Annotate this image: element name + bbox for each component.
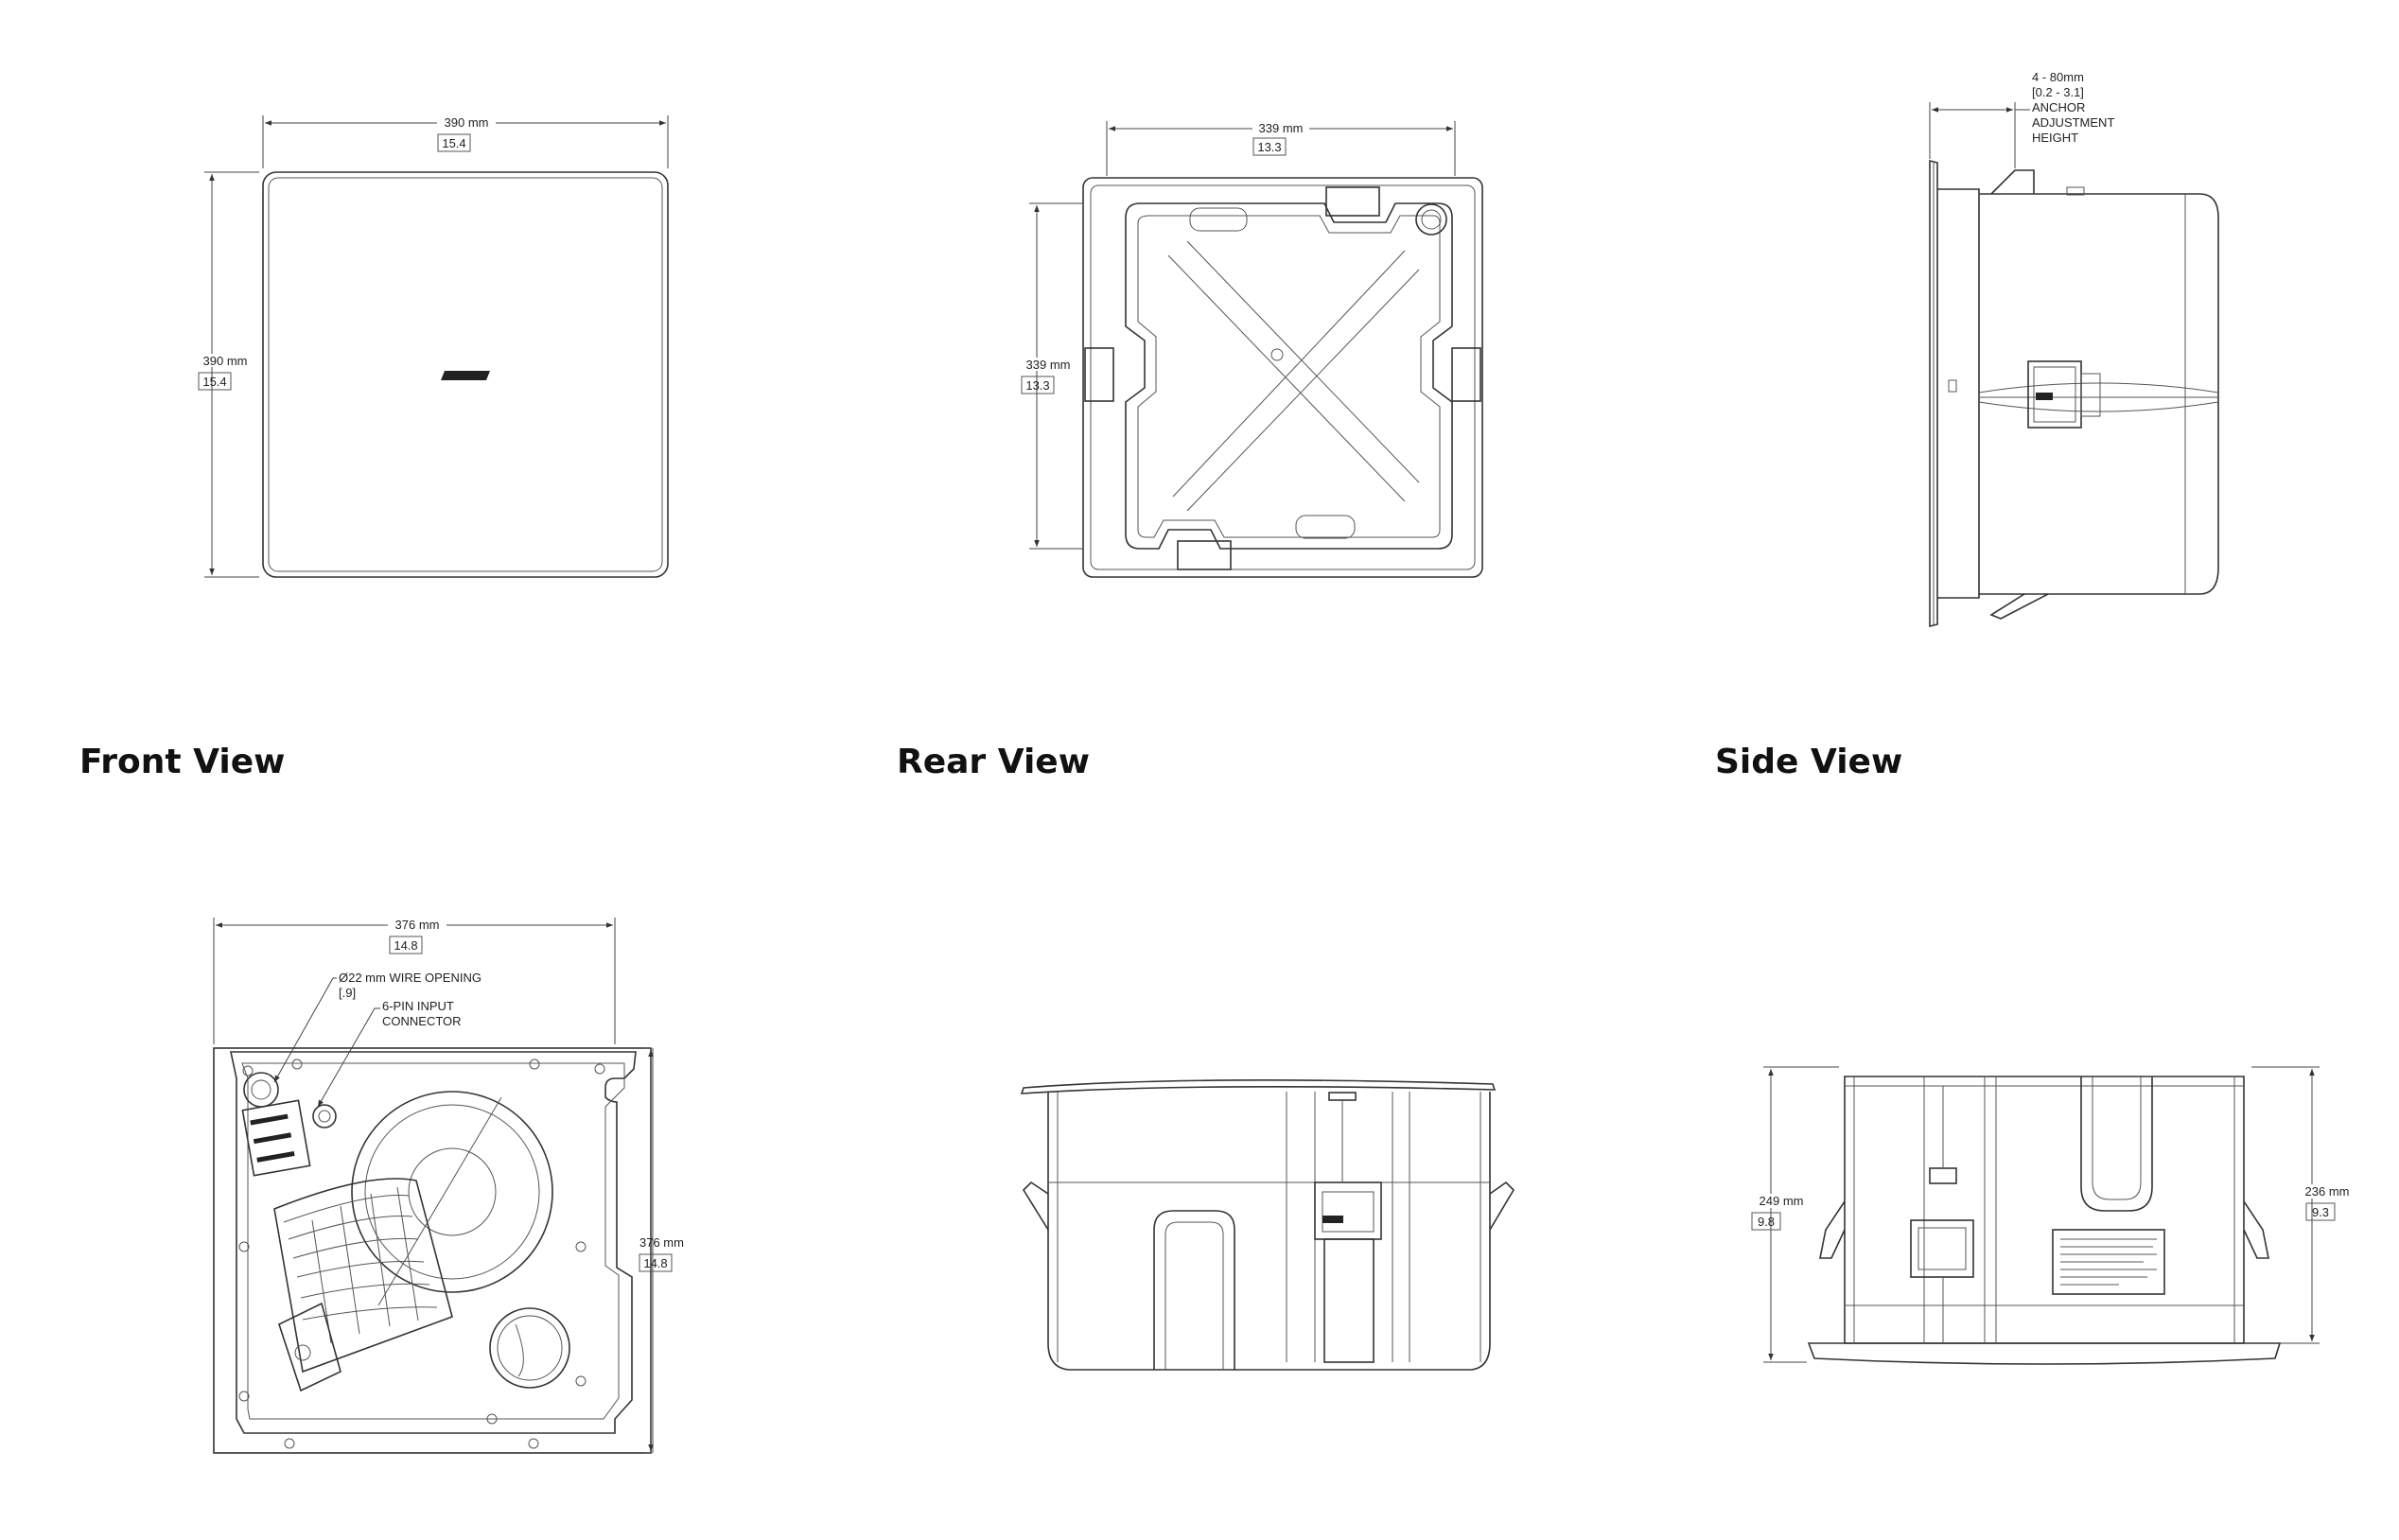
wire-opening-label: Ø22 mm WIRE OPENING — [339, 971, 482, 985]
side-anchor-mm: 4 - 80mm — [2032, 70, 2084, 84]
rear-width-mm: 339 mm — [1259, 121, 1304, 135]
profile-right-view-drawing: 249 mm 9.8 236 mm 9.3 — [1751, 1066, 2357, 1365]
bottom-view-drawing: 376 mm 14.8 376 mm 14.8 Ø22 mm WIRE OPEN… — [213, 918, 684, 1454]
profile-right-height-in: 9.3 — [2312, 1205, 2329, 1219]
bottom-width-mm: 376 mm — [395, 918, 440, 932]
side-anchor-in: [0.2 - 3.1] — [2032, 85, 2084, 99]
profile-left-height-mm: 249 mm — [1760, 1194, 1804, 1208]
front-width-in: 15.4 — [442, 136, 465, 150]
rear-frame-outline — [1082, 177, 1483, 578]
profile-right-height-mm: 236 mm — [2305, 1184, 2350, 1199]
front-height-in: 15.4 — [202, 375, 226, 389]
wire-opening-in: [.9] — [339, 986, 356, 1000]
bottom-width-in: 14.8 — [394, 938, 417, 953]
bottom-height-mm: 376 mm — [639, 1235, 684, 1250]
front-height-mm: 390 mm — [203, 354, 248, 368]
side-view-title: Side View — [1715, 743, 1903, 781]
connector-label-1: 6-PIN INPUT — [382, 999, 454, 1013]
connector-label-2: CONNECTOR — [382, 1014, 462, 1028]
profile-view-drawing — [1020, 1079, 1515, 1371]
rear-width-in: 13.3 — [1257, 140, 1281, 154]
front-view-title: Front View — [79, 743, 286, 781]
bottom-frame-outline — [213, 1047, 652, 1454]
bottom-height-in: 14.8 — [643, 1256, 667, 1270]
side-view-drawing: 4 - 80mm [0.2 - 3.1] ANCHOR ADJUSTMENT H… — [1929, 70, 2219, 628]
bose-logo-icon — [441, 371, 490, 380]
side-anchor-label-3: HEIGHT — [2032, 131, 2078, 145]
rear-view-drawing: 339 mm 13.3 339 mm 13.3 — [1021, 121, 1483, 578]
side-anchor-label-2: ADJUSTMENT — [2032, 115, 2114, 130]
front-grille-outline — [262, 171, 669, 578]
rear-view-title: Rear View — [897, 743, 1090, 781]
profile-left-height-in: 9.8 — [1758, 1215, 1775, 1229]
front-width-mm: 390 mm — [445, 115, 489, 130]
side-anchor-label-1: ANCHOR — [2032, 100, 2085, 114]
rear-height-mm: 339 mm — [1026, 358, 1071, 372]
front-view-drawing: 390 mm 15.4 390 mm 15.4 — [198, 115, 669, 578]
rear-height-in: 13.3 — [1025, 378, 1049, 393]
